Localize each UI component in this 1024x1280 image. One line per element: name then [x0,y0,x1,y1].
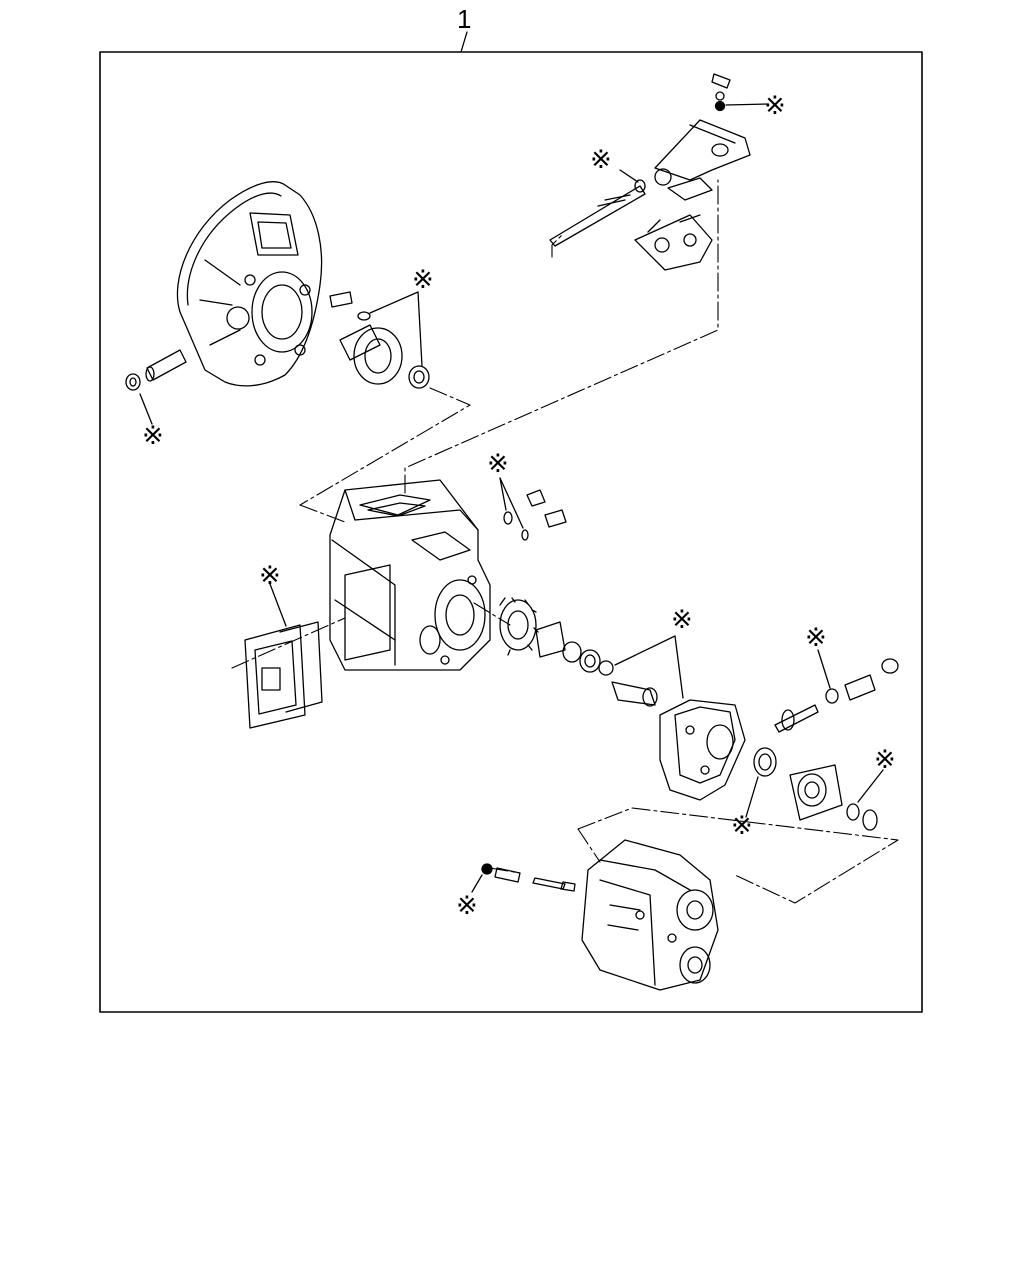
marker-leader [139,393,153,425]
marker-leader [269,583,287,627]
kit-marker-speedo-seal: ※ [805,622,827,652]
marker-leader [745,776,759,818]
marker-leader [417,291,423,367]
kit-marker-pilot-seal: ※ [142,420,164,450]
callout-leader [460,31,468,53]
kit-marker-side-gasket: ※ [259,560,281,590]
transfer-case [581,839,719,991]
marker-leader [857,769,884,803]
marker-leader [817,649,831,689]
counter-gear-set [499,597,684,707]
marker-leader [499,477,524,529]
drain-bolts [499,477,567,541]
marker-leader [614,635,676,666]
marker-leader [674,635,684,699]
rear-oil-seal [745,747,884,831]
side-cover [244,583,323,729]
kit-marker-seal-top: ※ [764,90,786,120]
kit-marker-switch-gasket: ※ [456,890,478,920]
kit-marker-extension-gasket: ※ [671,604,693,634]
pilot-pin [125,349,187,425]
kit-marker-input-seal: ※ [412,264,434,294]
assembly-frame [99,51,923,1013]
extension-housing [659,699,746,801]
callout-number-1: 1 [457,4,472,34]
transmission-case [329,479,491,671]
kit-marker-shift-seal: ※ [590,144,612,174]
kit-marker-drain-gasket: ※ [487,448,509,478]
marker-leader [369,291,419,314]
clutch-housing [176,181,323,387]
shift-control-assembly [549,73,769,271]
speedometer-drive [774,649,899,733]
vacuum-switch [471,863,576,893]
marker-leader [725,103,769,106]
kit-marker-rear-washer: ※ [874,744,896,774]
assembly-guide-lines [231,179,899,904]
marker-leader [619,169,639,183]
marker-leader [471,874,483,893]
kit-marker-rear-seal: ※ [731,810,753,840]
input-bearing-retainer [329,291,430,389]
marker-leader [499,477,507,511]
